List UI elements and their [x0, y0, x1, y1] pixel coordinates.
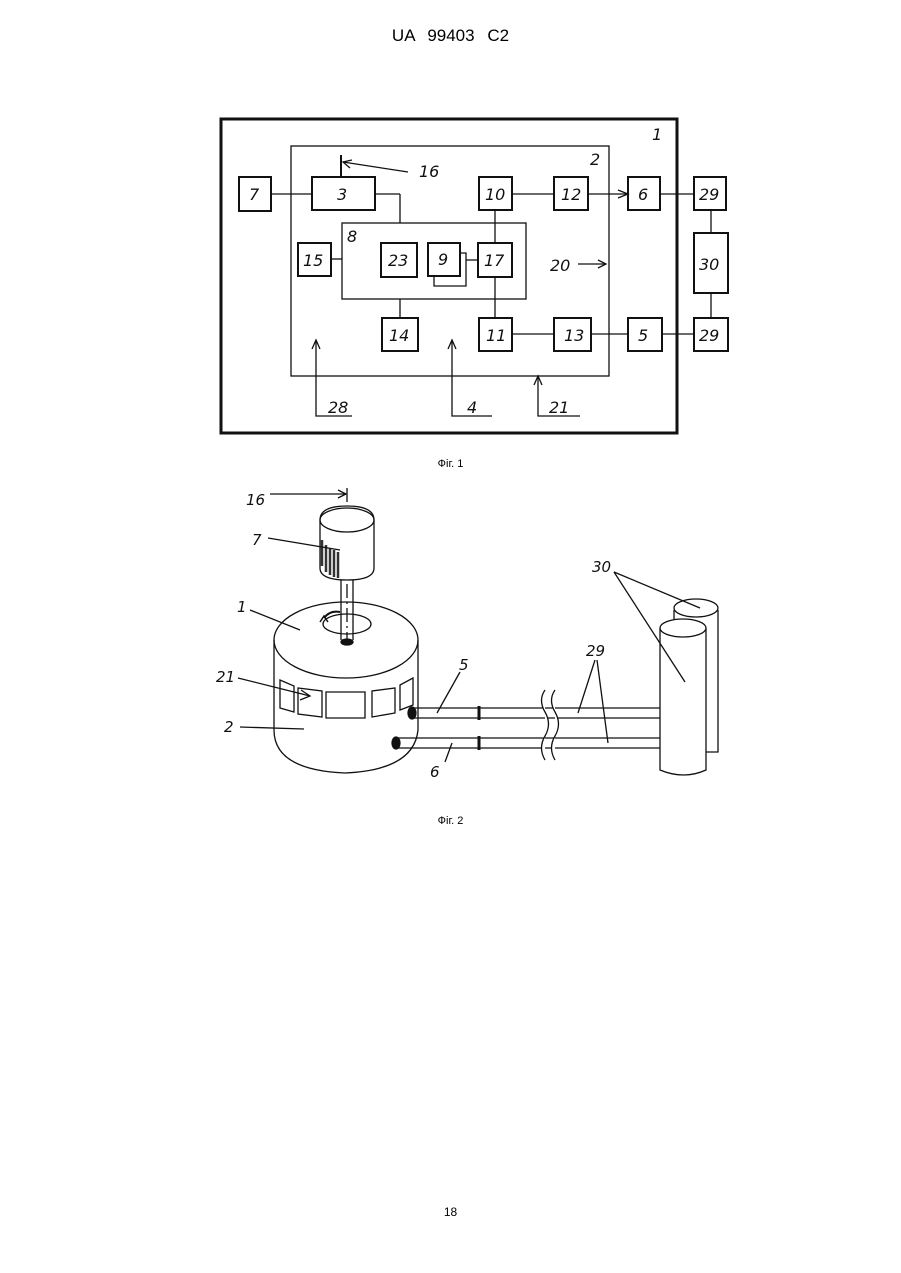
- fig2-label-2: 2: [224, 718, 234, 736]
- fig1-label-1: 1: [652, 125, 662, 144]
- fig1-label-28: 28: [328, 398, 348, 417]
- fig1-label-7: 7: [249, 185, 260, 204]
- fig1-label-2: 2: [590, 150, 600, 169]
- fig1-label-11: 11: [486, 326, 506, 345]
- fig2-label-1: 1: [237, 598, 247, 616]
- fig1-label-6: 6: [638, 185, 648, 204]
- fig1-label-21: 21: [549, 398, 569, 417]
- fig1-label-29b: 29: [699, 326, 719, 345]
- fig2-perspective-drawing: [238, 488, 718, 775]
- fig2-label-5: 5: [459, 656, 469, 674]
- fig1-caption: Фіг. 1: [0, 458, 901, 470]
- fig1-block-diagram: [221, 119, 728, 433]
- motor-7: [320, 506, 374, 580]
- fig1-label-29a: 29: [699, 185, 719, 204]
- fig1-label-13: 13: [564, 326, 584, 345]
- fig1-label-12: 12: [561, 185, 581, 204]
- fig1-label-4: 4: [467, 398, 477, 417]
- fig2-label-30: 30: [592, 558, 611, 576]
- fig2-label-16: 16: [246, 491, 265, 509]
- fig1-label-23: 23: [388, 251, 408, 270]
- fig1-labels: 1 2 3 7 10 12 6 29 16 8 15 23 9 17 20 30…: [249, 125, 719, 417]
- fig1-label-20: 20: [550, 256, 570, 275]
- fig2-label-21: 21: [216, 668, 235, 686]
- fig1-label-17: 17: [484, 251, 505, 270]
- fig2-label-6: 6: [430, 763, 440, 781]
- fig1-label-14: 14: [389, 326, 409, 345]
- fig1-label-3: 3: [337, 185, 347, 204]
- fig1-label-9: 9: [438, 250, 448, 269]
- fig2-label-7: 7: [252, 531, 262, 549]
- fig1-label-30: 30: [699, 255, 719, 274]
- fig2-label-29: 29: [586, 642, 605, 660]
- fig1-label-15: 15: [303, 251, 323, 270]
- drum-2: [274, 640, 418, 773]
- fig1-label-8: 8: [347, 227, 357, 246]
- tank-30-front: [660, 628, 706, 775]
- fig2-caption: Фіг. 2: [0, 815, 901, 827]
- fig1-label-16: 16: [419, 162, 439, 181]
- fig1-label-5: 5: [638, 326, 648, 345]
- page-number: 18: [0, 1205, 901, 1219]
- fig1-label-10: 10: [485, 185, 505, 204]
